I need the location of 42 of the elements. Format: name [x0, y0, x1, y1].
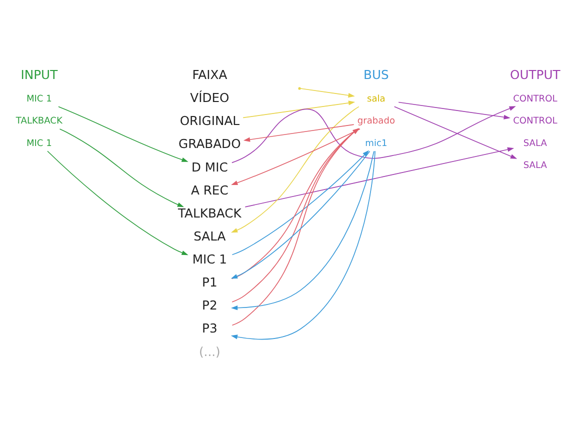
arrow — [300, 88, 355, 98]
arrow — [59, 128, 184, 207]
node-text: CONTROL — [513, 94, 558, 104]
arrow — [232, 106, 516, 163]
arrow — [230, 150, 370, 278]
arrow — [232, 150, 370, 255]
node-text: SALA — [194, 228, 226, 243]
node-text: grabado — [357, 116, 395, 126]
node-text: mic1 — [365, 138, 388, 148]
arrow — [231, 128, 360, 184]
arrow — [243, 124, 354, 142]
node-text: P2 — [202, 298, 218, 312]
label: OUTPUT — [510, 68, 560, 82]
node-text: P1 — [202, 275, 218, 290]
node-text: ORIGINAL — [180, 114, 240, 128]
node-text: VÍDEO — [190, 90, 230, 105]
node-text: D MIC — [192, 160, 228, 174]
label: INPUT — [20, 68, 58, 82]
node-text: (...) — [198, 344, 220, 358]
node-text: CONTROL — [513, 116, 558, 126]
arrow — [47, 150, 188, 255]
label: BUS — [364, 68, 389, 82]
arrow — [230, 106, 360, 232]
arrow — [244, 146, 514, 207]
arrow — [230, 150, 374, 310]
node-text: sala — [367, 94, 386, 104]
node-text: A REC — [190, 182, 228, 197]
node-text: SALA — [523, 160, 547, 171]
node-text: GRABADO — [178, 136, 241, 151]
node-text: P3 — [202, 321, 218, 336]
arrow — [242, 100, 356, 118]
node-text: MIC 1 — [192, 252, 228, 266]
node-text: TALKBACK — [178, 206, 242, 220]
arrow — [230, 150, 376, 340]
label: FAIXA — [192, 68, 228, 82]
node-text: TALKBACK — [16, 116, 62, 126]
arrow — [58, 106, 188, 162]
node-text: MIC 1 — [26, 94, 52, 104]
node-text: SALA — [523, 138, 547, 148]
arrow — [394, 106, 518, 158]
node-text: MIC 1 — [26, 138, 52, 148]
arrow — [398, 101, 510, 119]
